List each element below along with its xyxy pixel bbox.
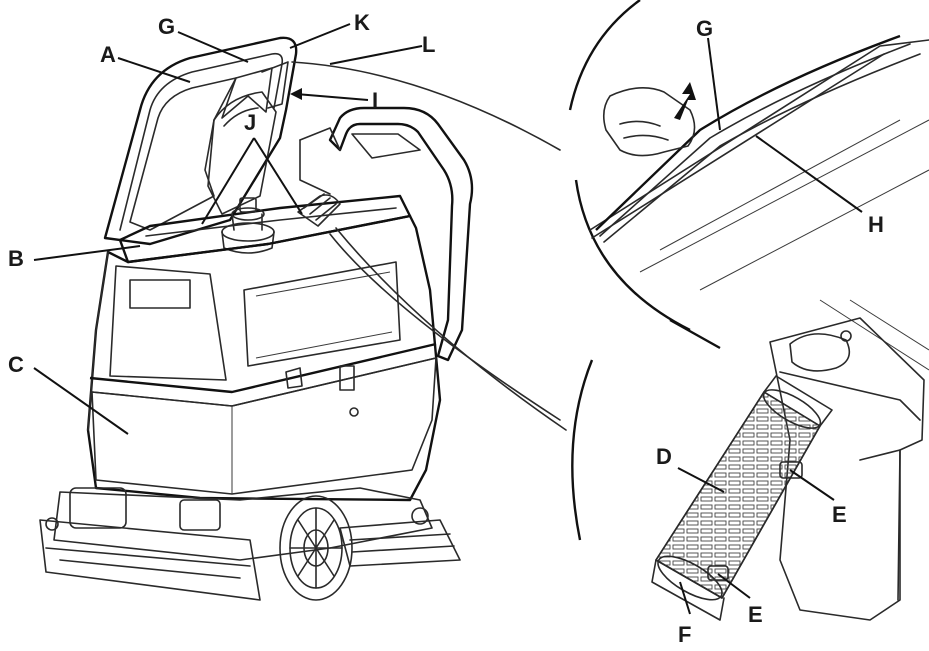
chassis — [39, 487, 461, 601]
detail-filter-view — [571, 299, 929, 621]
callout-c: C — [8, 352, 24, 377]
callout-g-main: G — [158, 14, 175, 39]
machine-body — [86, 214, 442, 502]
leader-j-1 — [201, 137, 255, 225]
leader-c — [33, 367, 129, 435]
body-waist — [89, 342, 437, 394]
tank-opening — [118, 194, 412, 264]
gasket-strip-g — [599, 43, 911, 237]
hand — [602, 87, 696, 157]
leader-e-lower — [717, 573, 751, 599]
callout-j: J — [244, 110, 256, 135]
arrow-i — [290, 88, 302, 100]
leader-i — [295, 93, 369, 101]
debris-filter — [651, 375, 833, 621]
tank-housing — [769, 317, 925, 621]
solution-tank — [91, 357, 437, 495]
detail-connector-mid — [335, 227, 567, 431]
callout-f: F — [678, 622, 691, 647]
leader-g-detail — [707, 37, 721, 131]
detail-connector-upper — [291, 61, 561, 151]
scrubber-machine — [39, 36, 567, 601]
callout-g-detail: G — [696, 16, 713, 41]
recovery-tank-lid — [103, 36, 298, 246]
tank-cap — [221, 197, 275, 254]
callout-k: K — [354, 10, 370, 35]
front-panel — [109, 265, 227, 381]
detail-connector-hose — [329, 233, 561, 421]
callout-a: A — [100, 42, 116, 67]
gasket-strip-h — [603, 53, 921, 243]
callout-e-lower: E — [748, 602, 763, 627]
lid-window — [129, 77, 237, 231]
callout-b: B — [8, 246, 24, 271]
leader-a — [117, 57, 191, 83]
hose-fitting — [297, 193, 341, 227]
callout-labels: A G K L I J B C G H D E E F — [8, 10, 884, 647]
leader-h — [755, 135, 863, 213]
leader-l — [329, 45, 423, 65]
callout-leaders — [33, 23, 863, 615]
callout-h: H — [868, 212, 884, 237]
callout-l: L — [422, 32, 435, 57]
leader-e-upper — [789, 469, 835, 501]
callout-e-upper: E — [832, 502, 847, 527]
pull-arrow — [674, 82, 696, 120]
callout-d: D — [656, 444, 672, 469]
leader-b — [33, 245, 141, 261]
side-panel — [243, 261, 401, 367]
rear-wheel — [279, 495, 353, 601]
leader-j-2 — [253, 137, 303, 215]
leader-k — [289, 23, 351, 49]
lid-gasket — [261, 61, 289, 109]
leader-f — [679, 581, 691, 615]
leader-g-main — [177, 31, 249, 63]
front-label — [129, 279, 191, 309]
leader-d — [677, 467, 725, 493]
rear-handle — [328, 106, 474, 362]
callout-i: I — [372, 88, 378, 113]
detail-gasket-view — [568, 0, 929, 332]
